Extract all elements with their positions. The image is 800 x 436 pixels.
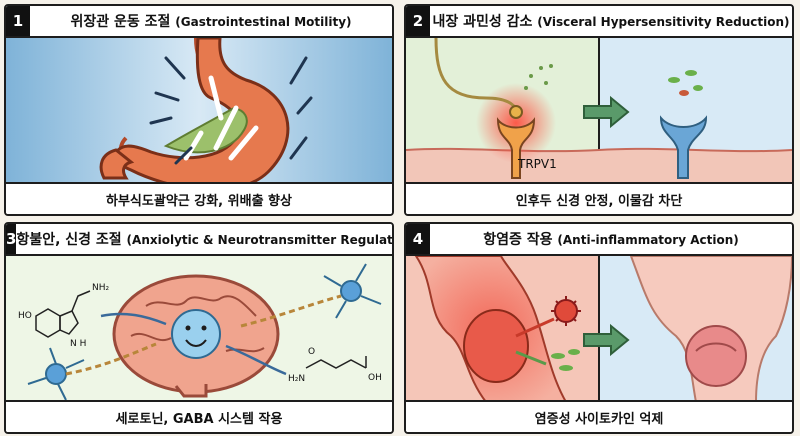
calm-receptor-icon (659, 115, 708, 179)
panel-header: 2 내장 과민성 감소 (Visceral Hypersensitivity R… (406, 6, 792, 38)
throat-illustration (406, 256, 792, 402)
panel-number: 4 (406, 224, 430, 254)
panel-title-ko: 항염증 작용 (483, 232, 553, 248)
panel-number: 3 (6, 224, 17, 254)
panel-visceral-hypersensitivity: 2 내장 과민성 감소 (Visceral Hypersensitivity R… (404, 4, 794, 216)
panel-title: 내장 과민성 감소 (Visceral Hypersensitivity Red… (430, 11, 792, 31)
panel-title-ko: 항불안, 신경 조절 (16, 232, 122, 248)
nh-label: N H (70, 339, 86, 349)
panel-title-ko: 내장 과민성 감소 (432, 14, 533, 30)
virus-icon (551, 296, 581, 326)
panel-gastrointestinal-motility: 1 위장관 운동 조절 (Gastrointestinal Motility) … (4, 4, 394, 216)
gaba-molecule-icon (305, 356, 367, 369)
stomach-illustration (6, 38, 392, 184)
panel-title-ko: 위장관 운동 조절 (70, 14, 171, 30)
oh-label: OH (368, 373, 382, 383)
panel-caption: 염증성 사이토카인 억제 (406, 400, 792, 432)
nerve-illustration: TRPV1 (406, 38, 792, 184)
ho-label: HO (18, 311, 32, 321)
panel-header: 4 항염증 작용 (Anti-inflammatory Action) (406, 224, 792, 256)
panel-header: 1 위장관 운동 조절 (Gastrointestinal Motility) (6, 6, 392, 38)
panel-title-en: (Anti-inflammatory Action) (557, 233, 739, 247)
nh2-label: NH₂ (92, 283, 110, 293)
panel-caption: 하부식도괄약근 강화, 위배출 향상 (6, 182, 392, 214)
leaves-icon (551, 349, 580, 371)
panel-anxiolytic-regulation: 3 항불안, 신경 조절 (Anxiolytic & Neurotransmit… (4, 222, 394, 434)
brain-illustration: NH₂ HO N H (6, 256, 392, 402)
arrow-right-icon (583, 95, 630, 129)
leaves-icon (668, 70, 703, 96)
o-label: O (308, 347, 315, 357)
smiley-face-icon (171, 309, 221, 359)
h2n-label: H₂N (288, 374, 305, 384)
panel-title: 항염증 작용 (Anti-inflammatory Action) (430, 229, 792, 249)
panel-number: 1 (6, 6, 30, 36)
panel-title: 항불안, 신경 조절 (Anxiolytic & Neurotransmitte… (16, 229, 394, 249)
receptor-icon (496, 117, 536, 179)
arrow-right-icon (583, 323, 630, 357)
panel-caption: 인후두 신경 안정, 이물감 차단 (406, 182, 792, 214)
panel-title: 위장관 운동 조절 (Gastrointestinal Motility) (30, 11, 392, 31)
panel-number: 2 (406, 6, 430, 36)
panel-title-en: (Anxiolytic & Neurotransmitter Regulatio… (126, 233, 394, 247)
trpv1-label: TRPV1 (517, 157, 557, 171)
panel-title-en: (Visceral Hypersensitivity Reduction) (537, 15, 790, 29)
serotonin-molecule-icon (35, 290, 91, 338)
panel-anti-inflammatory: 4 항염증 작용 (Anti-inflammatory Action) (404, 222, 794, 434)
panel-title-en: (Gastrointestinal Motility) (175, 15, 352, 29)
panel-header: 3 항불안, 신경 조절 (Anxiolytic & Neurotransmit… (6, 224, 392, 256)
panel-caption: 세로토닌, GABA 시스템 작용 (6, 400, 392, 432)
motion-arrows-icon (149, 56, 313, 165)
